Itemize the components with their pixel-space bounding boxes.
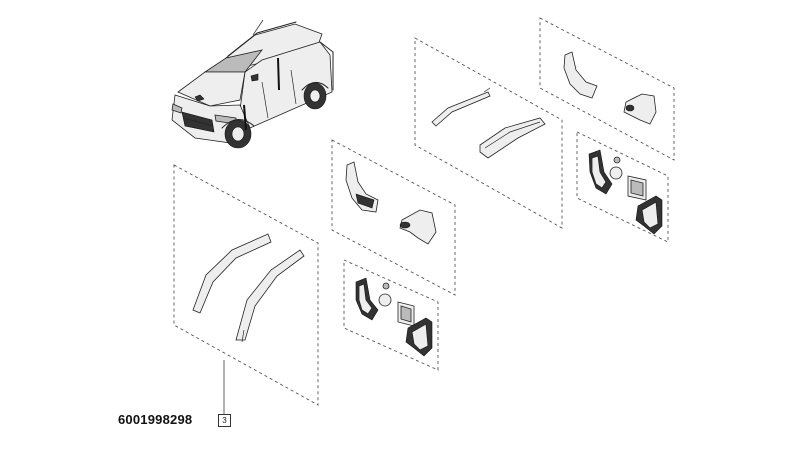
wind-deflector-panel [173,164,319,414]
mudflap-kit-panel-middle [343,259,439,371]
mudflap-panel-right [539,17,675,161]
suv-car-illustration [171,19,334,149]
reference-number-box: 3 [218,414,231,427]
mudflap-kit-panel-right [576,131,669,243]
part-number-label: 6001998298 [118,412,193,427]
mudflap-panel-middle [331,139,456,296]
door-sill-panel [414,37,563,229]
